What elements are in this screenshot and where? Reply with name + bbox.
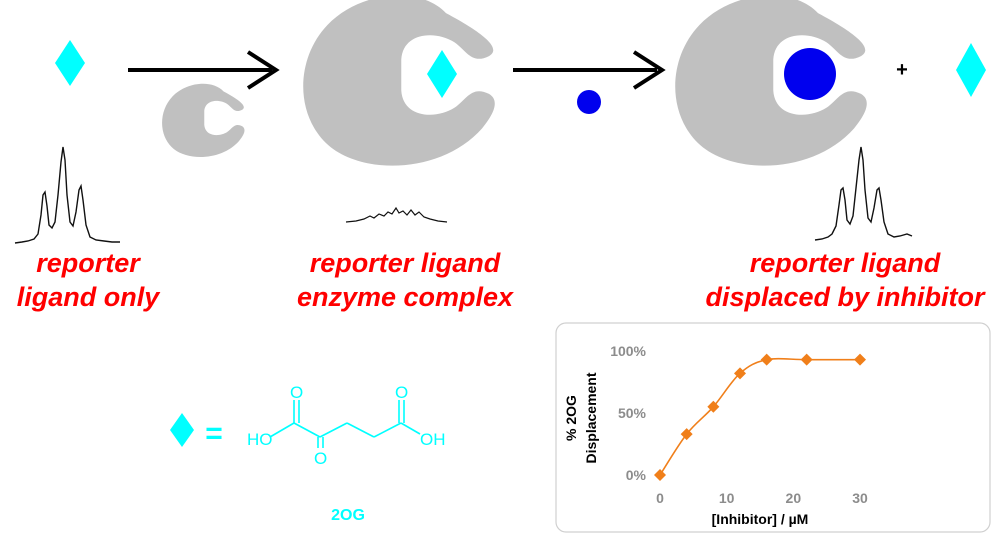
reporter-ligand-diamond-icon [55, 40, 85, 86]
y-tick-label: 0% [626, 467, 647, 483]
step1-caption-line2: ligand only [17, 282, 161, 312]
data-point-marker [760, 353, 773, 366]
nmr-spectrum-complex [345, 206, 448, 223]
legend-diamond-icon [170, 413, 194, 447]
plus-sign: + [896, 59, 908, 81]
atom-o-bottom: O [314, 449, 327, 468]
data-point-marker [680, 428, 693, 441]
legend-2og: = HO O O O OH 2OG [170, 383, 446, 524]
chart-plot-area: 0% 50% 100% 0 10 20 30 [610, 343, 868, 506]
y-tick-label: 100% [610, 343, 646, 359]
step2-caption-line2: enzyme complex [297, 282, 514, 312]
displacement-chart: % 2OG Displacement [Inhibitor] / µM 0% 50… [555, 322, 991, 533]
enzyme-icon [303, 0, 495, 166]
atom-o-top-left: O [290, 383, 303, 402]
data-point-marker [734, 367, 746, 380]
nmr-spectrum-free-ligand [14, 146, 120, 244]
y-axis-label-line2: Displacement [583, 372, 599, 463]
x-tick-label: 0 [656, 490, 664, 506]
data-point-marker [707, 400, 720, 413]
x-tick-label: 10 [719, 490, 735, 506]
2og-structure [269, 400, 421, 448]
data-point-marker [800, 353, 813, 366]
step1-caption-line1: reporter [36, 248, 141, 278]
step2-panel: reporter ligand enzyme complex [297, 0, 514, 312]
step3-panel: + reporter ligand displaced by inhibitor [675, 0, 986, 312]
y-tick-label: 50% [618, 405, 647, 421]
atom-o-top-right: O [395, 383, 408, 402]
nmr-spectrum-displaced-ligand [814, 146, 913, 241]
x-tick-label: 30 [852, 490, 868, 506]
inhibitor-icon [577, 90, 601, 114]
data-point-marker [854, 353, 866, 366]
enzyme-inhibitor-complex-icon [675, 0, 867, 166]
released-ligand-diamond-icon [956, 43, 986, 97]
data-point-marker [654, 469, 666, 481]
atom-ho: HO [247, 430, 273, 449]
free-enzyme-icon [162, 83, 245, 157]
step3-caption-line2: displaced by inhibitor [705, 282, 986, 312]
step1-panel: reporter ligand only [14, 40, 161, 312]
x-tick-label: 20 [786, 490, 802, 506]
bound-ligand-diamond-icon [427, 50, 457, 98]
step2-caption-line1: reporter ligand [310, 248, 501, 278]
arrow-2 [513, 50, 666, 90]
atom-oh: OH [420, 430, 446, 449]
bound-inhibitor-icon [784, 48, 836, 100]
y-axis-label-line1: % 2OG [563, 395, 579, 441]
legend-equals-sign: = [205, 417, 223, 450]
step3-caption-line1: reporter ligand [750, 248, 941, 278]
chart-frame [555, 322, 991, 533]
arrow-1 [128, 50, 280, 90]
molecule-name: 2OG [331, 507, 365, 524]
x-axis-label: [Inhibitor] / µM [712, 511, 809, 527]
